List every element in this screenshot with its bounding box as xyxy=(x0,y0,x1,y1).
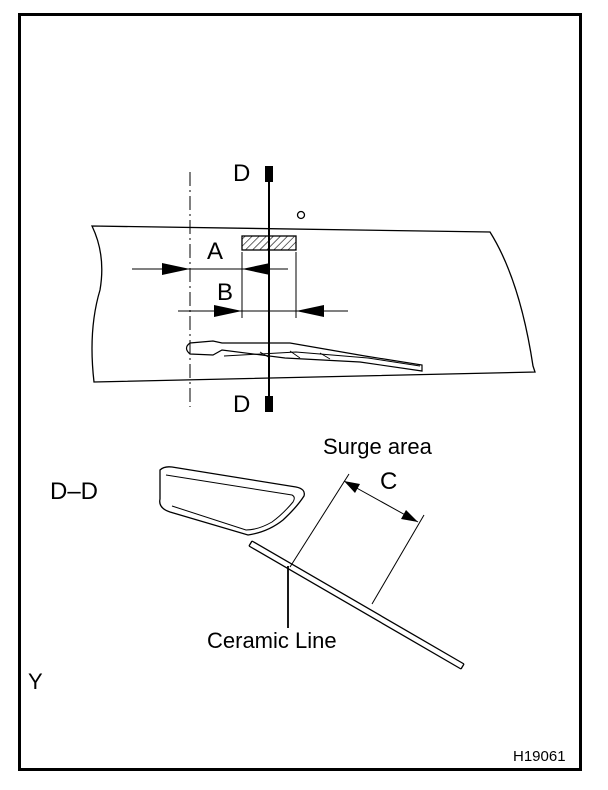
dim-c-arrow-left xyxy=(344,481,360,493)
surge-line-left xyxy=(289,473,350,568)
dim-c-arrow-right xyxy=(401,510,418,522)
wiper-arm-section-inner xyxy=(165,474,295,531)
dim-a-arrow-left xyxy=(162,263,190,275)
figure-code: H19061 xyxy=(513,748,566,765)
glass-section-top xyxy=(251,540,465,665)
glass-section-end2 xyxy=(460,663,465,670)
wiper-arm xyxy=(185,340,423,372)
surge-line-right xyxy=(371,514,425,605)
view-marker-label: Y xyxy=(28,669,43,694)
section-label-top: D xyxy=(233,160,251,187)
surge-area-label: Surge area xyxy=(323,434,432,459)
wiper-blade xyxy=(223,351,421,367)
section-label-bottom: D xyxy=(233,391,251,418)
ceramic-line-label: Ceramic Line xyxy=(207,628,337,653)
section-marker-bottom xyxy=(265,396,273,412)
glass-section-end xyxy=(248,540,253,547)
rear-window-outline xyxy=(90,225,536,383)
dim-a-arrow-right xyxy=(242,263,270,275)
dim-b-arrow-right xyxy=(296,305,324,317)
section-view-label: D–D xyxy=(50,478,99,505)
dim-b-arrow-left xyxy=(214,305,242,317)
figure-frame xyxy=(18,13,582,771)
wiper-arm-section xyxy=(159,466,305,536)
section-marker-top xyxy=(265,166,273,182)
dim-a-label: A xyxy=(207,238,224,265)
hatched-area xyxy=(241,235,297,251)
dim-b-label: B xyxy=(217,279,234,306)
dim-c-label: C xyxy=(380,468,398,495)
glass-section-bottom xyxy=(248,545,462,670)
small-circle xyxy=(296,210,306,220)
wiper-blade-detail xyxy=(259,350,331,360)
